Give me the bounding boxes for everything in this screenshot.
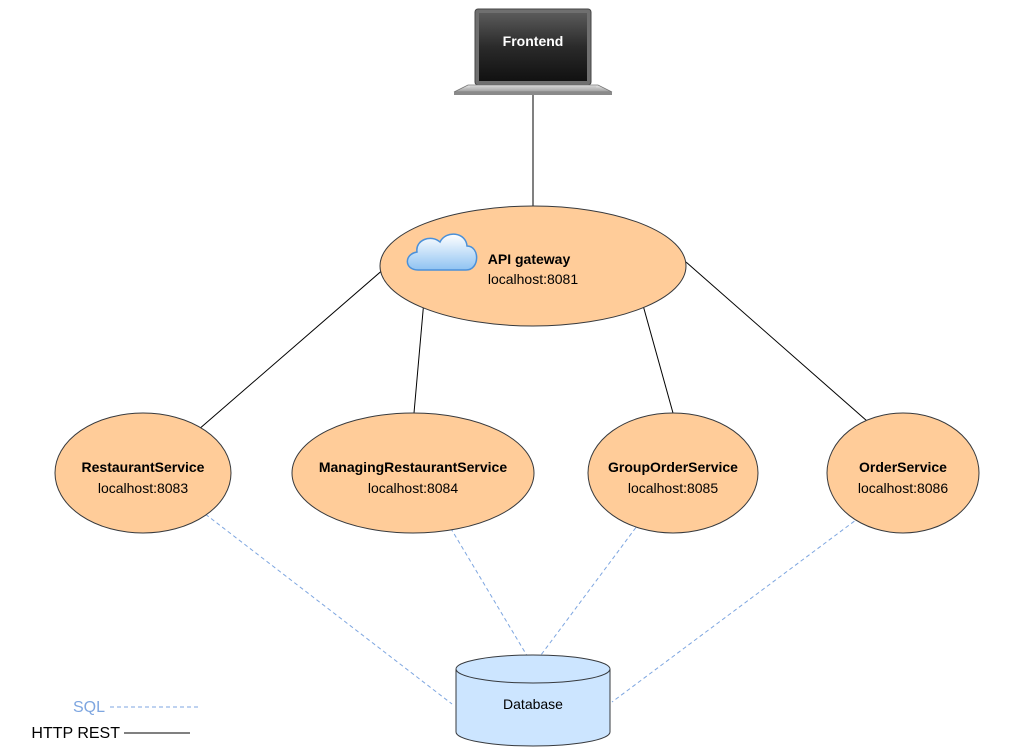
legend: SQL HTTP REST <box>31 699 198 742</box>
service-ellipse <box>291 412 535 534</box>
gateway-address: localhost:8081 <box>488 271 579 287</box>
gateway-name: API gateway <box>488 251 571 267</box>
service-name: OrderService <box>859 459 947 475</box>
order-service-node[interactable]: OrderService localhost:8086 <box>826 412 980 534</box>
service-ellipse <box>826 412 980 534</box>
restaurant-service-node[interactable]: RestaurantService localhost:8083 <box>54 412 232 534</box>
service-name: GroupOrderService <box>608 459 738 475</box>
service-name: RestaurantService <box>82 459 205 475</box>
service-ellipse <box>587 412 759 534</box>
http-line-gateway-managing <box>413 299 425 414</box>
legend-http-label: HTTP REST <box>31 725 120 742</box>
frontend-label: Frontend <box>503 33 564 49</box>
managing-restaurant-service-node[interactable]: ManagingRestaurantService localhost:8084 <box>291 412 535 534</box>
sql-line-order <box>611 516 861 703</box>
http-line-gateway-grouporder <box>640 297 674 414</box>
service-address: localhost:8085 <box>628 480 719 496</box>
http-connections <box>197 95 868 431</box>
group-order-service-node[interactable]: GroupOrderService localhost:8085 <box>587 412 759 534</box>
http-line-gateway-order <box>685 261 868 422</box>
sql-line-grouporder <box>537 521 641 660</box>
database-icon <box>455 654 611 747</box>
http-line-gateway-restaurant <box>197 267 386 431</box>
service-address: localhost:8086 <box>858 480 949 496</box>
laptop-icon <box>453 8 613 95</box>
service-address: localhost:8084 <box>368 480 459 496</box>
service-name: ManagingRestaurantService <box>319 459 507 475</box>
service-ellipse <box>54 412 232 534</box>
legend-sql-label: SQL <box>73 699 105 716</box>
database-node[interactable]: Database <box>455 654 611 747</box>
sql-line-restaurant <box>199 509 453 705</box>
sql-line-managing <box>446 521 530 660</box>
service-address: localhost:8083 <box>98 480 189 496</box>
sql-connections <box>199 509 861 705</box>
cloud-icon <box>406 233 478 271</box>
api-gateway-node[interactable]: API gateway localhost:8081 <box>379 205 687 327</box>
frontend-node[interactable]: Frontend <box>453 8 613 95</box>
database-label: Database <box>503 696 563 712</box>
